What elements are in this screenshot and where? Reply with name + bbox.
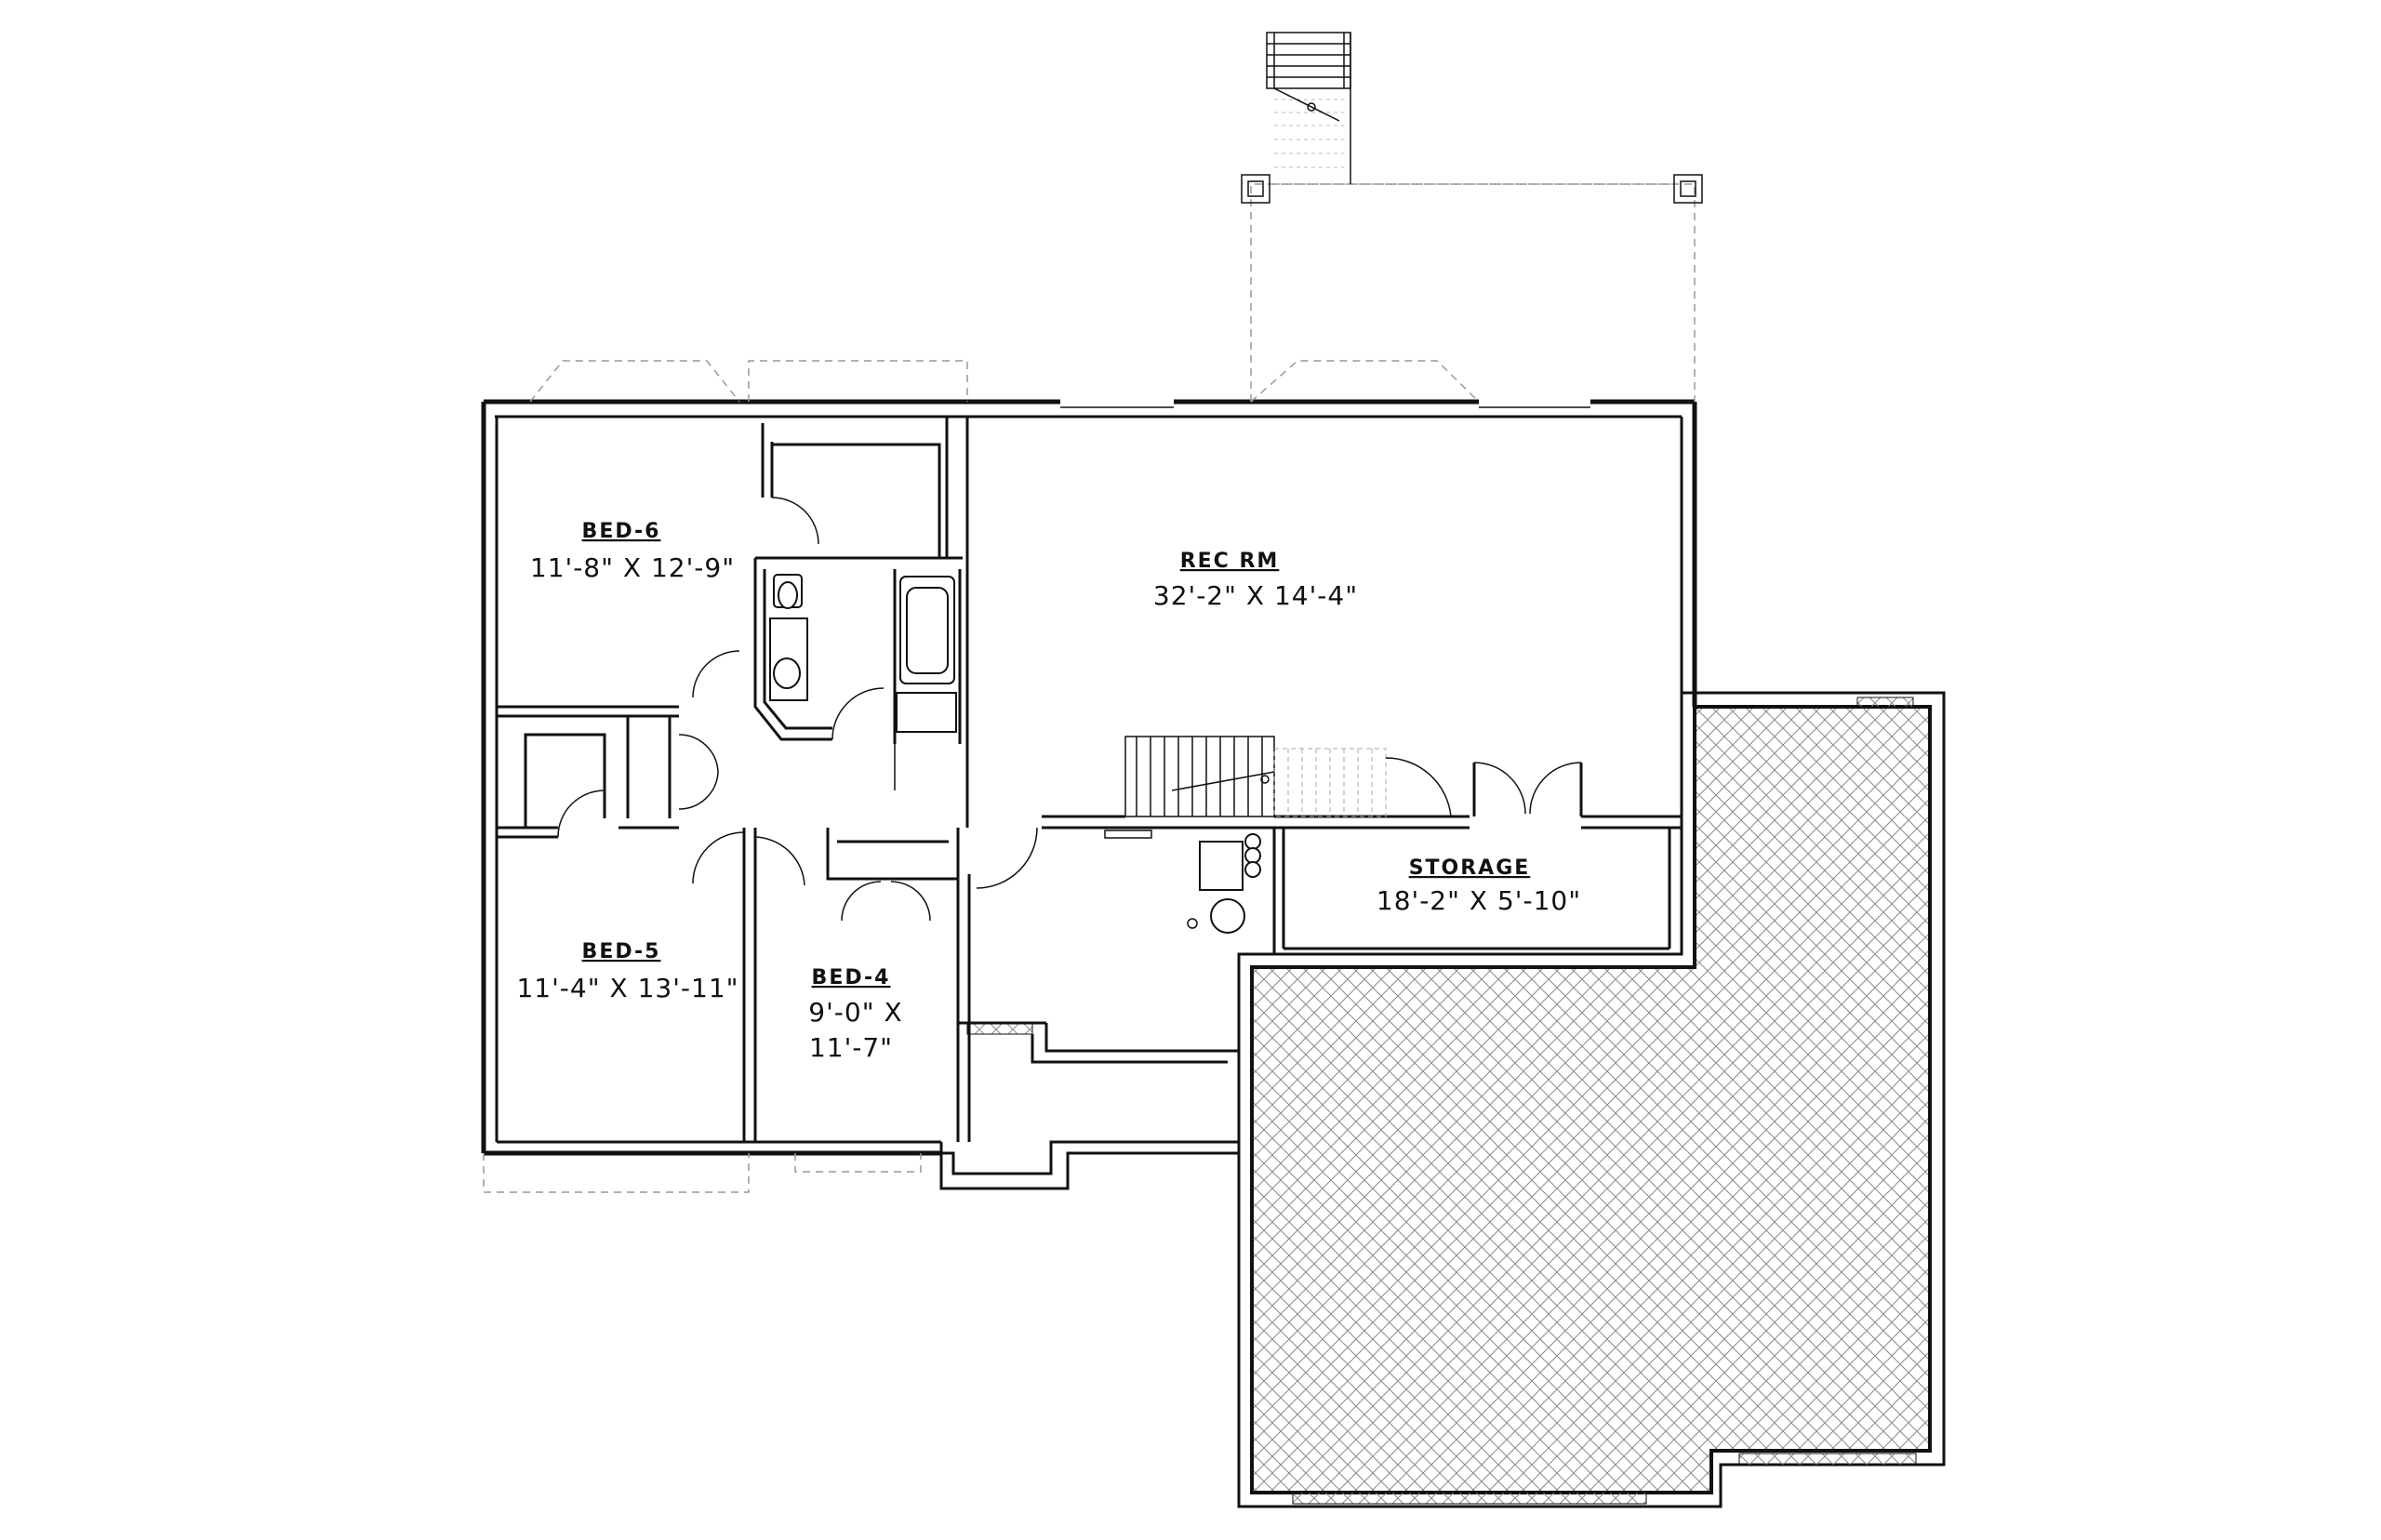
rec-name: REC RM xyxy=(1180,550,1280,573)
mechanical-equipment xyxy=(1104,830,1261,934)
bed5-size: 11'-4" X 13'-11" xyxy=(516,973,738,1003)
bed6-name: BED-6 xyxy=(582,520,661,543)
window-wells xyxy=(483,360,1480,1193)
bed6-size: 11'-8" X 12'-9" xyxy=(530,552,735,583)
bed4-size-line1: 9'-0" X xyxy=(808,997,902,1028)
room-labels: BED-6 11'-8" X 12'-9" REC RM 32'-2" X 14… xyxy=(516,520,1581,1063)
bed4-size-line2: 11'-7" xyxy=(809,1032,893,1063)
garage-area xyxy=(966,691,1946,1508)
interior-walls xyxy=(497,417,1682,1142)
staircase xyxy=(1124,736,1387,817)
storage-name: STORAGE xyxy=(1409,856,1531,880)
exterior-walls xyxy=(481,399,1697,1190)
bed5-name: BED-5 xyxy=(582,940,661,963)
bathroom-fixtures xyxy=(769,574,957,733)
rec-size: 32'-2" X 14'-4" xyxy=(1153,580,1358,611)
deck-stairs xyxy=(1266,32,1351,184)
bed4-name: BED-4 xyxy=(812,966,891,989)
rear-deck xyxy=(1241,174,1703,402)
door-swings xyxy=(557,497,1582,922)
storage-size: 18'-2" X 5'-10" xyxy=(1377,885,1581,916)
